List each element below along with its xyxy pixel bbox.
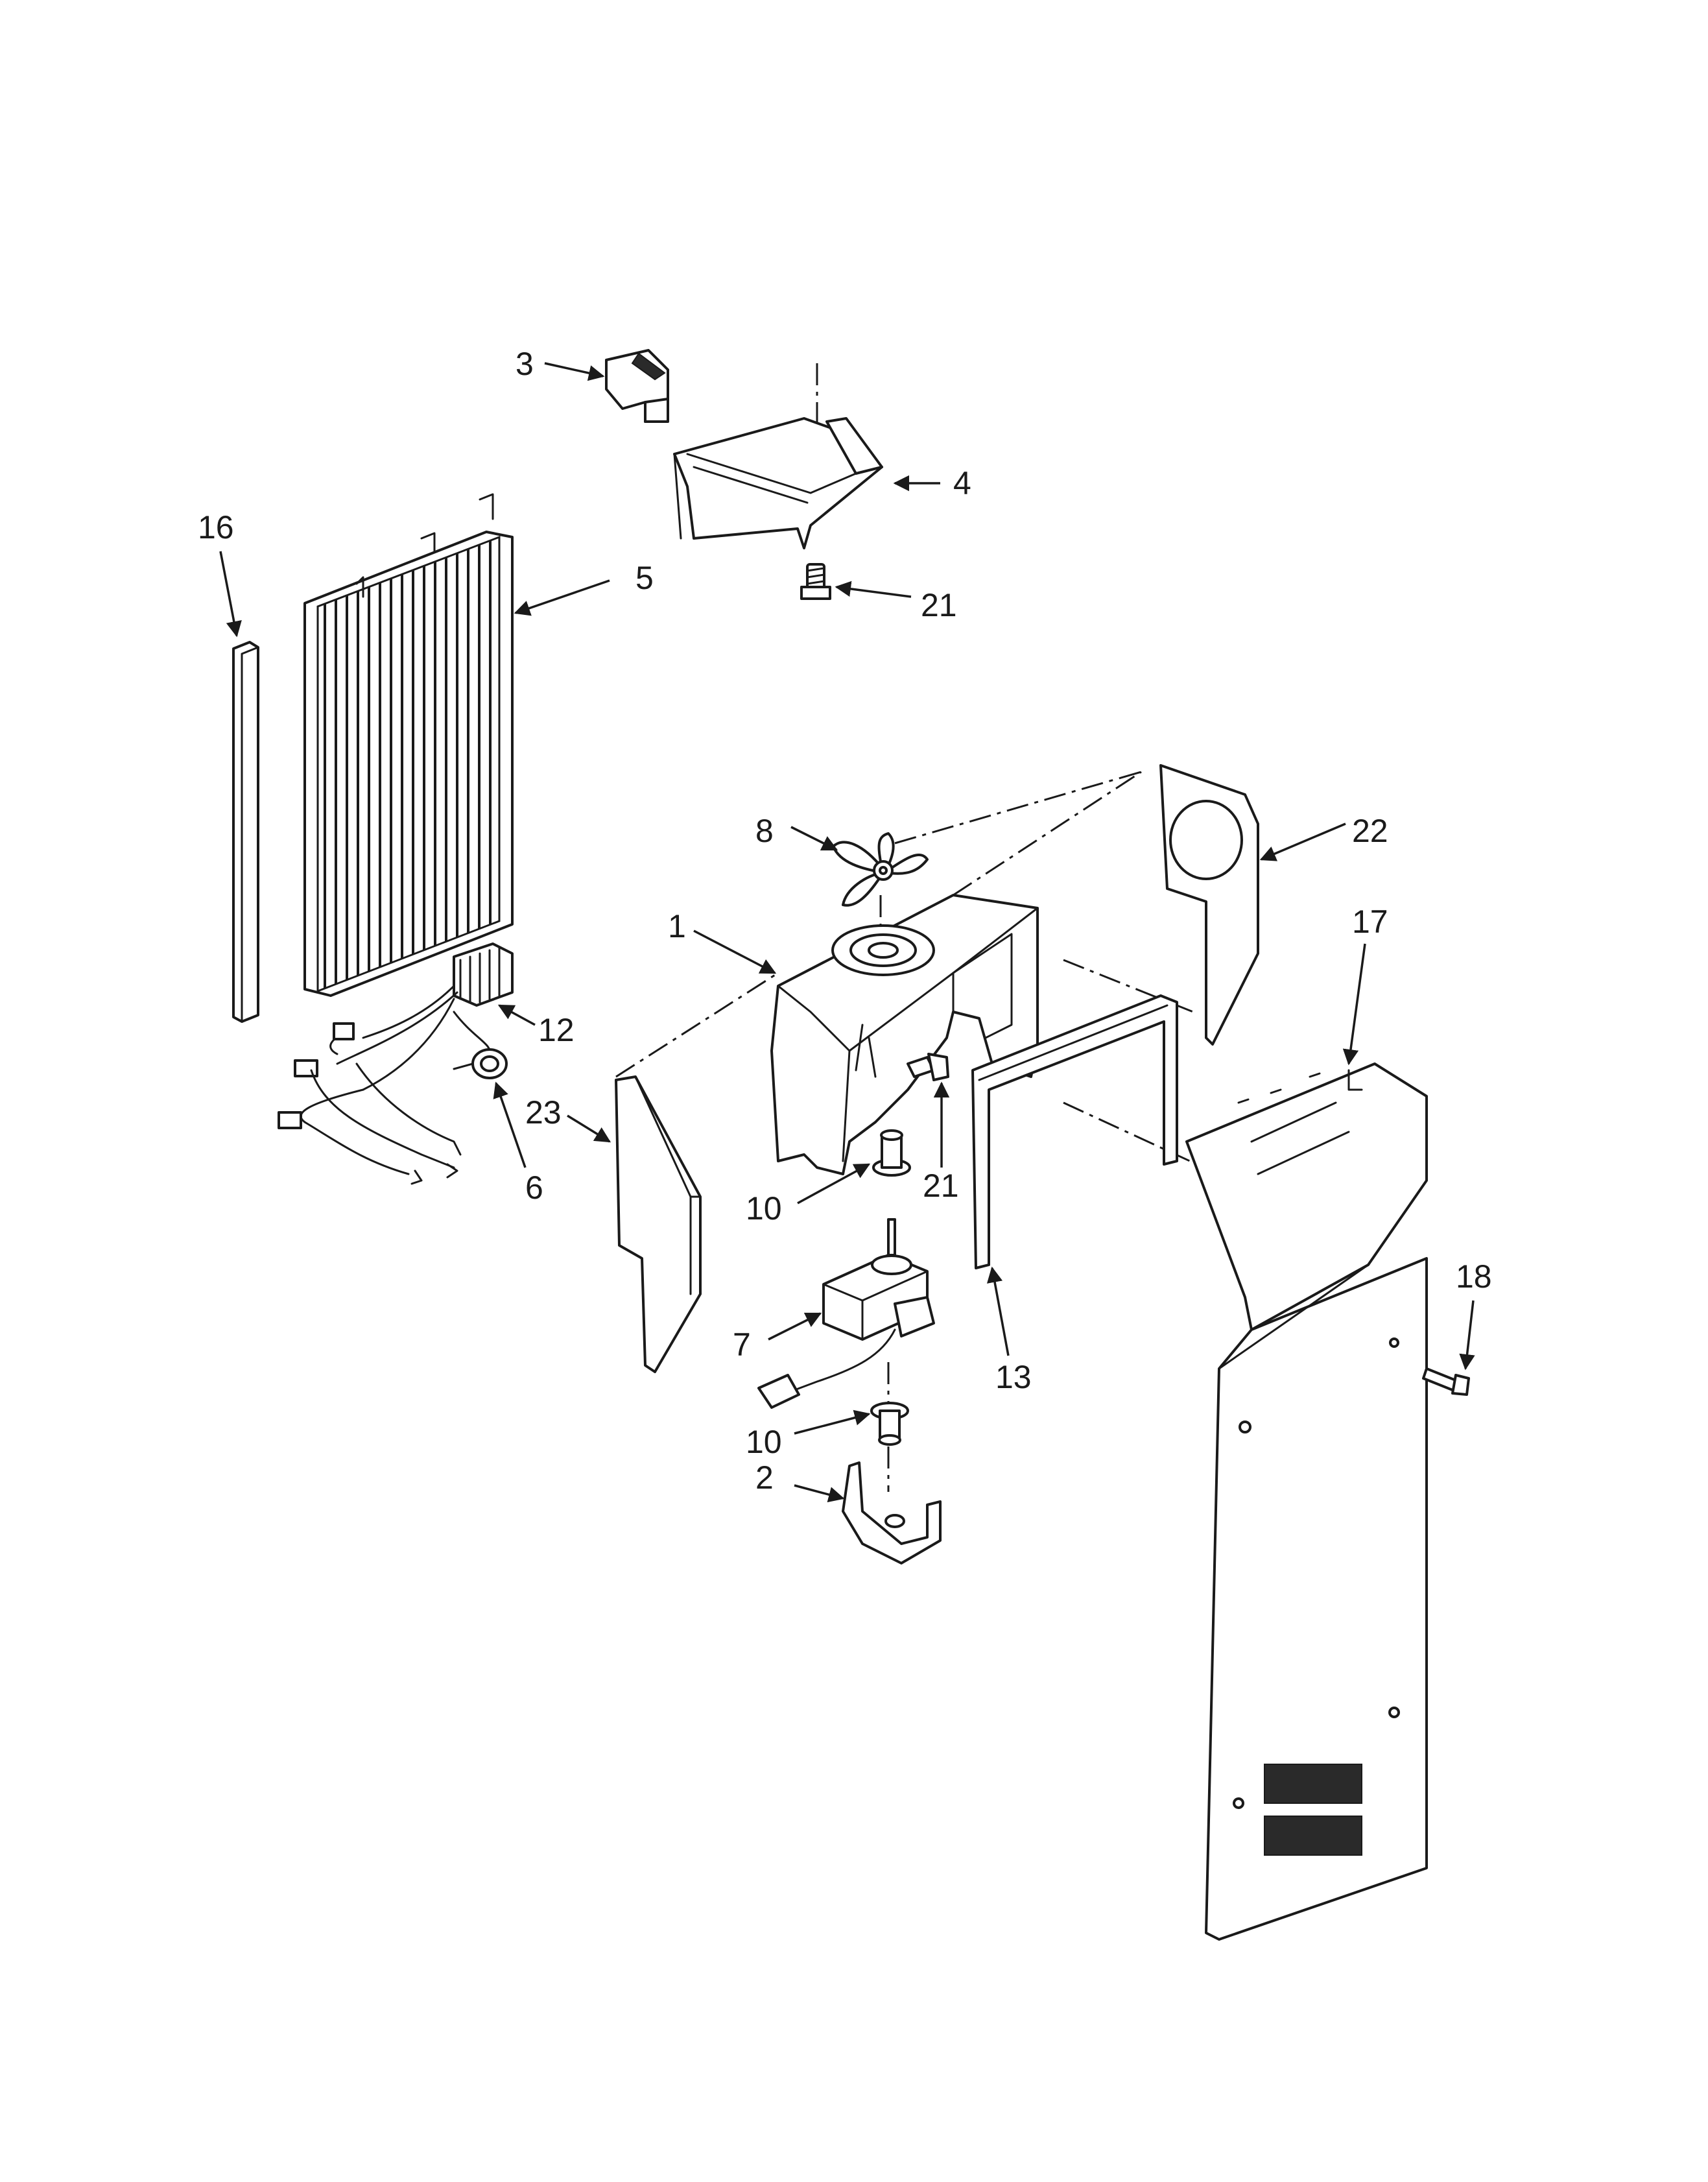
callout-22: 22 bbox=[1352, 813, 1388, 849]
part-8-fan-blade bbox=[832, 832, 929, 907]
callout-21-middle: 21 bbox=[923, 1168, 959, 1204]
part-17-rear-panel bbox=[1185, 1062, 1428, 1941]
part-12-wire-harness bbox=[278, 942, 514, 1185]
part-2-motor-bracket bbox=[842, 1461, 942, 1565]
callout-10-top: 10 bbox=[746, 1190, 782, 1227]
callout-6: 6 bbox=[525, 1169, 543, 1206]
part-10-grommet-bottom bbox=[870, 1402, 909, 1446]
callout-18: 18 bbox=[1456, 1258, 1492, 1295]
part-21-screw-top bbox=[800, 563, 831, 600]
callout-7: 7 bbox=[733, 1326, 751, 1363]
callout-16: 16 bbox=[198, 509, 234, 546]
callout-13: 13 bbox=[995, 1359, 1032, 1395]
part-3-damper bbox=[605, 349, 669, 423]
callout-1: 1 bbox=[668, 908, 686, 944]
callout-5: 5 bbox=[635, 560, 654, 596]
part-16-gasket-strip bbox=[232, 641, 259, 1023]
callout-17: 17 bbox=[1352, 904, 1388, 940]
part-1-fan-shroud bbox=[770, 894, 1039, 1175]
part-7-fan-motor bbox=[757, 1218, 935, 1409]
part-10-grommet-top bbox=[872, 1129, 911, 1177]
callout-2: 2 bbox=[755, 1459, 774, 1496]
callout-21-top: 21 bbox=[921, 587, 957, 623]
part-18-screw bbox=[1422, 1367, 1470, 1396]
part-6-sensor bbox=[453, 1048, 508, 1079]
part-5-evaporator bbox=[303, 493, 514, 997]
part-4-air-duct bbox=[673, 417, 883, 549]
callout-12: 12 bbox=[538, 1012, 575, 1048]
part-21-screw-middle bbox=[907, 1053, 949, 1081]
callout-10-bottom: 10 bbox=[746, 1424, 782, 1460]
leader-lines bbox=[219, 362, 1475, 1503]
callout-23: 23 bbox=[525, 1094, 562, 1131]
part-13-u-gasket bbox=[971, 994, 1178, 1269]
callout-3: 3 bbox=[516, 346, 534, 382]
callout-labels: 3 4 16 5 21 8 22 1 17 12 23 6 21 10 18 7… bbox=[198, 346, 1492, 1496]
callout-4: 4 bbox=[953, 465, 971, 501]
part-22-side-baffle bbox=[1159, 764, 1259, 1046]
callout-8: 8 bbox=[755, 813, 774, 849]
part-23-side-baffle bbox=[615, 1075, 702, 1373]
